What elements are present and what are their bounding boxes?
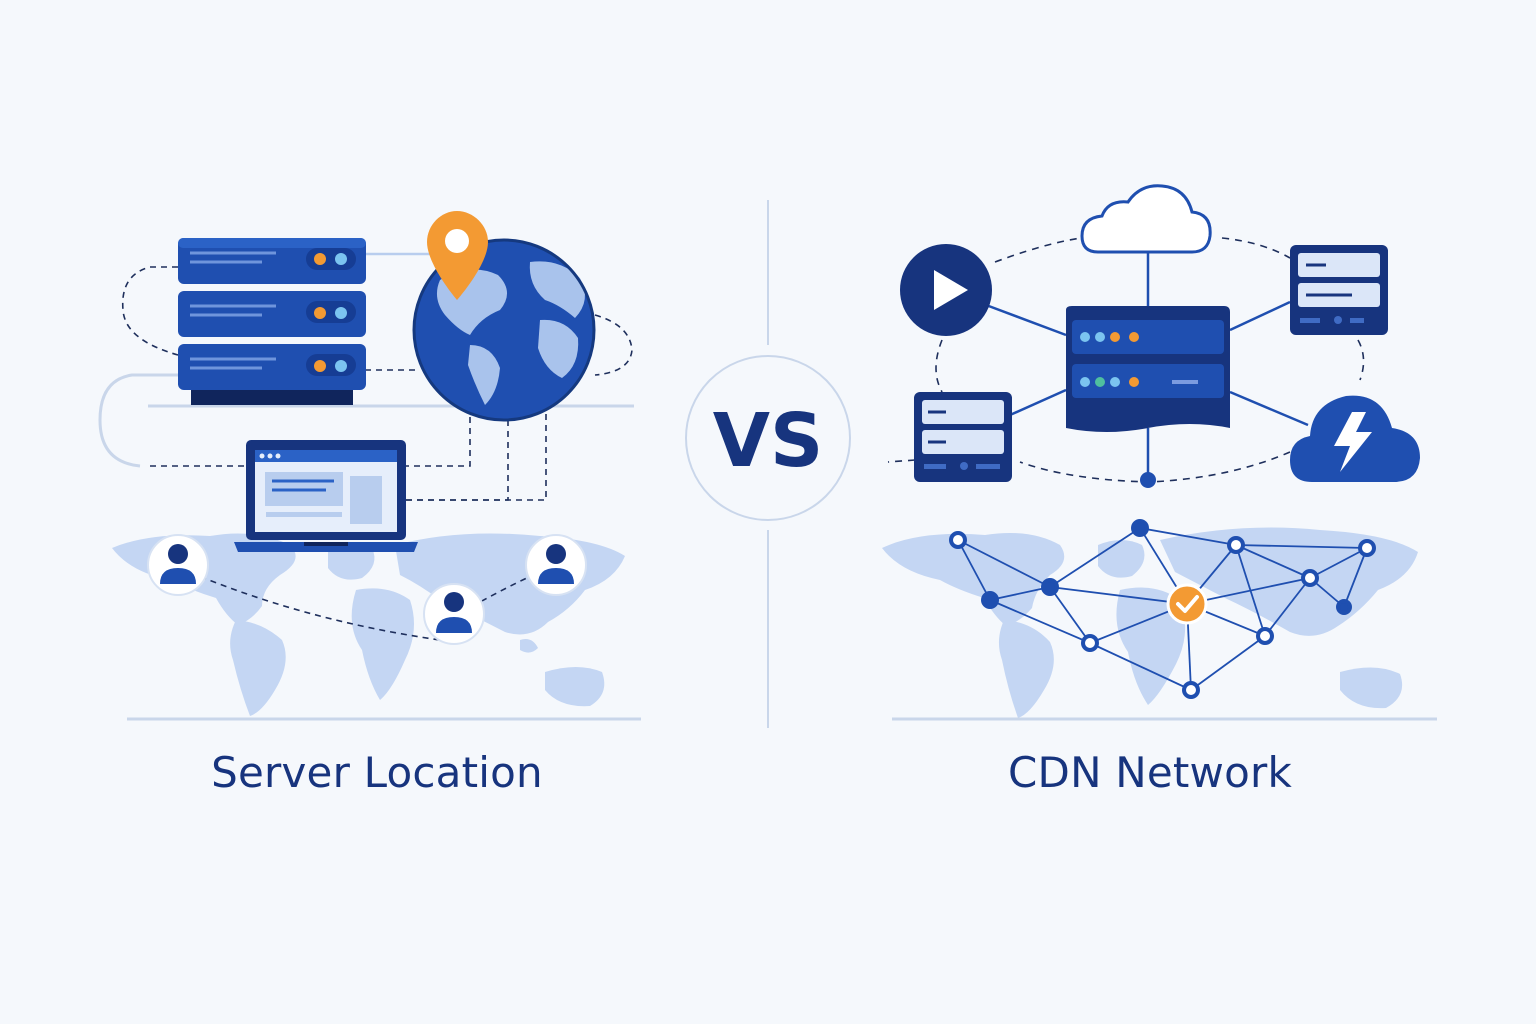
user-icon bbox=[525, 534, 587, 596]
cloud-icon bbox=[1080, 184, 1212, 254]
vs-label: VS bbox=[713, 398, 824, 484]
right-world-map bbox=[882, 527, 1418, 718]
server-icon bbox=[914, 392, 1012, 482]
lightning-cloud-icon bbox=[1290, 395, 1420, 482]
server-icon bbox=[1066, 306, 1230, 432]
server-icon bbox=[1290, 245, 1388, 335]
location-pin-icon bbox=[427, 211, 488, 300]
left-panel bbox=[98, 211, 641, 721]
cdn-network-caption: CDN Network bbox=[1008, 748, 1292, 797]
user-icon bbox=[147, 534, 209, 596]
server-location-caption: Server Location bbox=[211, 748, 543, 797]
left-connector-lines bbox=[121, 266, 633, 641]
cdn-map-nodes bbox=[949, 519, 1376, 699]
laptop-icon bbox=[234, 440, 418, 552]
cdn-spokes bbox=[985, 252, 1309, 478]
check-badge-icon bbox=[1166, 583, 1208, 625]
right-panel bbox=[882, 184, 1437, 721]
user-icon bbox=[423, 583, 485, 645]
center-divider: VS bbox=[685, 200, 851, 728]
server-rack-icon bbox=[178, 238, 366, 405]
play-icon bbox=[900, 244, 992, 336]
